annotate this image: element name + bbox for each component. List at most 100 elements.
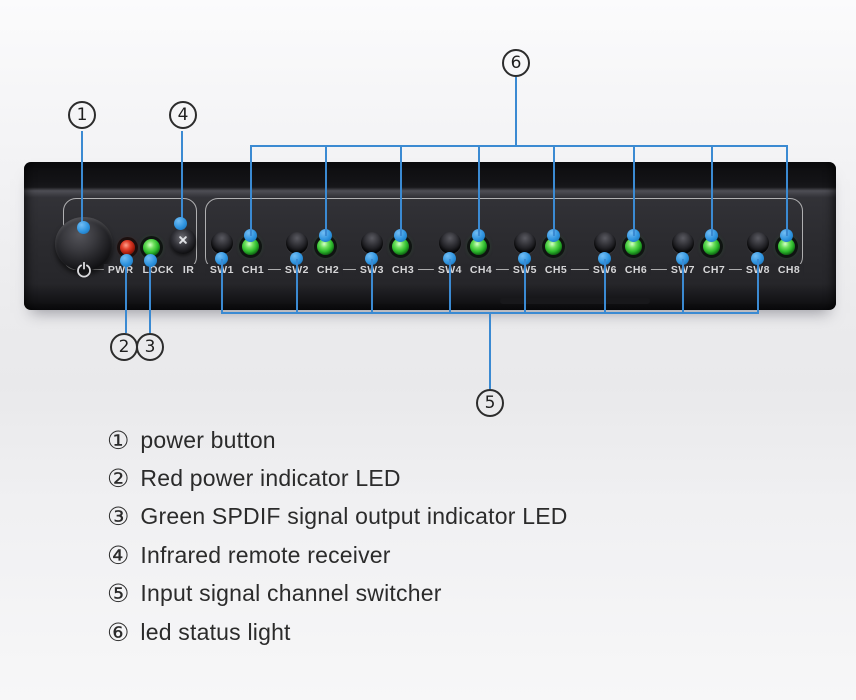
- ch3-drop-line: [400, 147, 402, 236]
- ch4-label: CH4: [469, 264, 493, 276]
- sw5-drop-line: [524, 259, 526, 312]
- legend-text-6: led status light: [140, 618, 291, 645]
- ch3-led: [392, 238, 409, 255]
- ch6-led: [625, 238, 642, 255]
- sw-callout-dot: [751, 252, 764, 265]
- sw7-button: [672, 232, 694, 254]
- ch1-label: CH1: [241, 264, 265, 276]
- ch1-led: [242, 238, 259, 255]
- callout-digit: 2: [118, 337, 130, 357]
- callout-circle-6: 6: [502, 49, 530, 77]
- callout-digit: 3: [144, 337, 156, 357]
- sw4-button: [439, 232, 461, 254]
- ch1-drop-line: [250, 147, 252, 236]
- sw-callout-dot: [676, 252, 689, 265]
- callout-digit: 1: [76, 105, 88, 125]
- ir-callout-dot: [174, 217, 187, 230]
- sw5-button: [514, 232, 536, 254]
- ch2-drop-line: [325, 147, 327, 236]
- callout-circle-2: 2: [110, 333, 138, 361]
- leader-line-6-riser: [515, 77, 517, 145]
- power-icon: [77, 262, 91, 278]
- sw-callout-dot: [365, 252, 378, 265]
- channel-labels: SW4CH4: [433, 264, 497, 276]
- ir-receiver: [170, 228, 196, 254]
- sw6-button: [594, 232, 616, 254]
- chassis-recess: [500, 298, 650, 304]
- callout-circle-4: 4: [169, 101, 197, 129]
- channel-labels: SW3CH3: [355, 264, 419, 276]
- channel-group-outline: [205, 198, 803, 270]
- ch6-drop-line: [633, 147, 635, 236]
- sw7-drop-line: [682, 259, 684, 312]
- callout-digit: 6: [510, 53, 522, 73]
- callout-digit: 5: [484, 393, 496, 413]
- sw2-drop-line: [296, 259, 298, 312]
- ir-label: IR: [182, 264, 195, 276]
- ch2-led: [317, 238, 334, 255]
- legend-text-2: Red power indicator LED: [140, 465, 401, 492]
- callout-circle-3: 3: [136, 333, 164, 361]
- sw-callout-dot: [598, 252, 611, 265]
- legend-text-5: Input signal channel switcher: [140, 580, 442, 607]
- pwr-red-led: [120, 240, 135, 255]
- channel-labels: SW8CH8: [741, 264, 805, 276]
- legend: ① power button ② Red power indicator LED…: [107, 421, 568, 651]
- ch3-label: CH3: [391, 264, 415, 276]
- sw6-drop-line: [604, 259, 606, 312]
- ch7-led: [703, 238, 720, 255]
- legend-marker-2: ②: [107, 464, 130, 494]
- callout-circle-1: 1: [68, 101, 96, 129]
- channel-labels: SW1CH1: [205, 264, 269, 276]
- leader-line-4: [181, 131, 183, 223]
- ch8-label: CH8: [777, 264, 801, 276]
- ch7-label: CH7: [702, 264, 726, 276]
- sw3-drop-line: [371, 259, 373, 312]
- ch8-drop-line: [786, 147, 788, 236]
- lock-green-led: [143, 239, 160, 256]
- legend-text-1: power button: [140, 426, 276, 453]
- legend-item-4: ④ Infrared remote receiver: [107, 536, 568, 574]
- channel-labels: SW5CH5: [508, 264, 572, 276]
- legend-text-3: Green SPDIF signal output indicator LED: [140, 503, 568, 530]
- legend-item-5: ⑤ Input signal channel switcher: [107, 575, 568, 613]
- ch5-drop-line: [553, 147, 555, 236]
- leader-line-2: [125, 260, 127, 333]
- legend-item-6: ⑥ led status light: [107, 613, 568, 651]
- sw-callout-dot: [290, 252, 303, 265]
- callout-circle-5: 5: [476, 389, 504, 417]
- ch5-led: [545, 238, 562, 255]
- sw3-button: [361, 232, 383, 254]
- sw8-button: [747, 232, 769, 254]
- channel-labels: SW2CH2: [280, 264, 344, 276]
- sw-callout-dot: [215, 252, 228, 265]
- sw8-drop-line: [757, 259, 759, 312]
- legend-item-3: ③ Green SPDIF signal output indicator LE…: [107, 498, 568, 536]
- ch7-drop-line: [711, 147, 713, 236]
- leader-bus-6: [250, 145, 788, 147]
- leader-line-5-riser: [489, 314, 491, 389]
- sw-callout-dot: [443, 252, 456, 265]
- leader-line-1: [81, 131, 83, 229]
- channel-labels: SW7CH7: [666, 264, 730, 276]
- legend-marker-5: ⑤: [107, 579, 130, 609]
- sw-callout-dot: [518, 252, 531, 265]
- sw1-drop-line: [221, 259, 223, 312]
- sw1-button: [211, 232, 233, 254]
- legend-text-4: Infrared remote receiver: [140, 541, 391, 568]
- ch5-label: CH5: [544, 264, 568, 276]
- ch4-led: [470, 238, 487, 255]
- legend-marker-3: ③: [107, 502, 130, 532]
- legend-marker-4: ④: [107, 540, 130, 570]
- sw2-button: [286, 232, 308, 254]
- lock-led-callout-dot: [144, 254, 157, 267]
- legend-item-2: ② Red power indicator LED: [107, 459, 568, 497]
- pwr-led-callout-dot: [120, 254, 133, 267]
- ch2-label: CH2: [316, 264, 340, 276]
- legend-marker-1: ①: [107, 425, 130, 455]
- callout-digit: 4: [177, 105, 189, 125]
- power-callout-dot: [77, 221, 90, 234]
- ch4-drop-line: [478, 147, 480, 236]
